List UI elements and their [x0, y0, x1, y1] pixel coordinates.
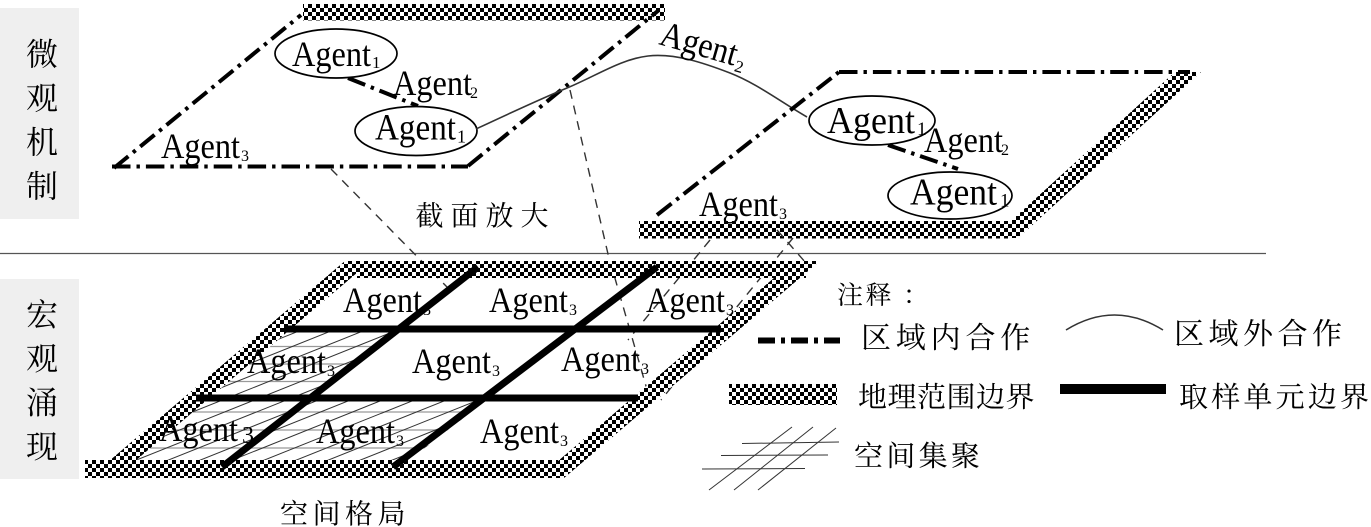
svg-text:Agent: Agent — [393, 63, 472, 103]
svg-text:Agent: Agent — [646, 280, 725, 320]
svg-text:Agent: Agent — [924, 120, 1003, 160]
svg-text:3: 3 — [560, 433, 568, 450]
svg-text:3: 3 — [726, 302, 734, 319]
svg-text:3: 3 — [569, 302, 577, 319]
svg-text:3: 3 — [641, 361, 649, 378]
svg-text:Agent: Agent — [827, 100, 915, 142]
svg-text:Agent: Agent — [159, 409, 238, 449]
svg-text:3: 3 — [327, 363, 335, 380]
svg-text:Agent: Agent — [412, 341, 491, 381]
svg-text:3: 3 — [423, 302, 431, 319]
svg-text:1: 1 — [372, 53, 381, 72]
svg-text:3: 3 — [241, 148, 249, 165]
svg-text:1: 1 — [457, 127, 466, 147]
svg-text:Agent: Agent — [561, 339, 640, 379]
svg-text:Agent: Agent — [247, 341, 326, 381]
svg-text:3: 3 — [492, 363, 500, 380]
svg-text:Agent: Agent — [375, 108, 457, 149]
svg-text:Agent: Agent — [910, 172, 997, 214]
svg-text:3: 3 — [779, 206, 787, 223]
svg-text:Agent: Agent — [699, 184, 778, 224]
svg-text:3: 3 — [396, 433, 404, 450]
svg-text:3: 3 — [242, 423, 254, 449]
svg-text:1: 1 — [1000, 191, 1010, 212]
svg-text:1: 1 — [917, 119, 927, 140]
svg-text:Agent: Agent — [480, 411, 559, 451]
svg-text:2: 2 — [1001, 142, 1009, 159]
svg-text:Agent: Agent — [292, 34, 371, 74]
svg-text:Agent: Agent — [343, 280, 422, 320]
svg-text:Agent: Agent — [161, 126, 240, 166]
svg-text:Agent: Agent — [489, 280, 568, 320]
svg-text:Agent: Agent — [316, 411, 395, 451]
svg-text:2: 2 — [470, 85, 478, 102]
